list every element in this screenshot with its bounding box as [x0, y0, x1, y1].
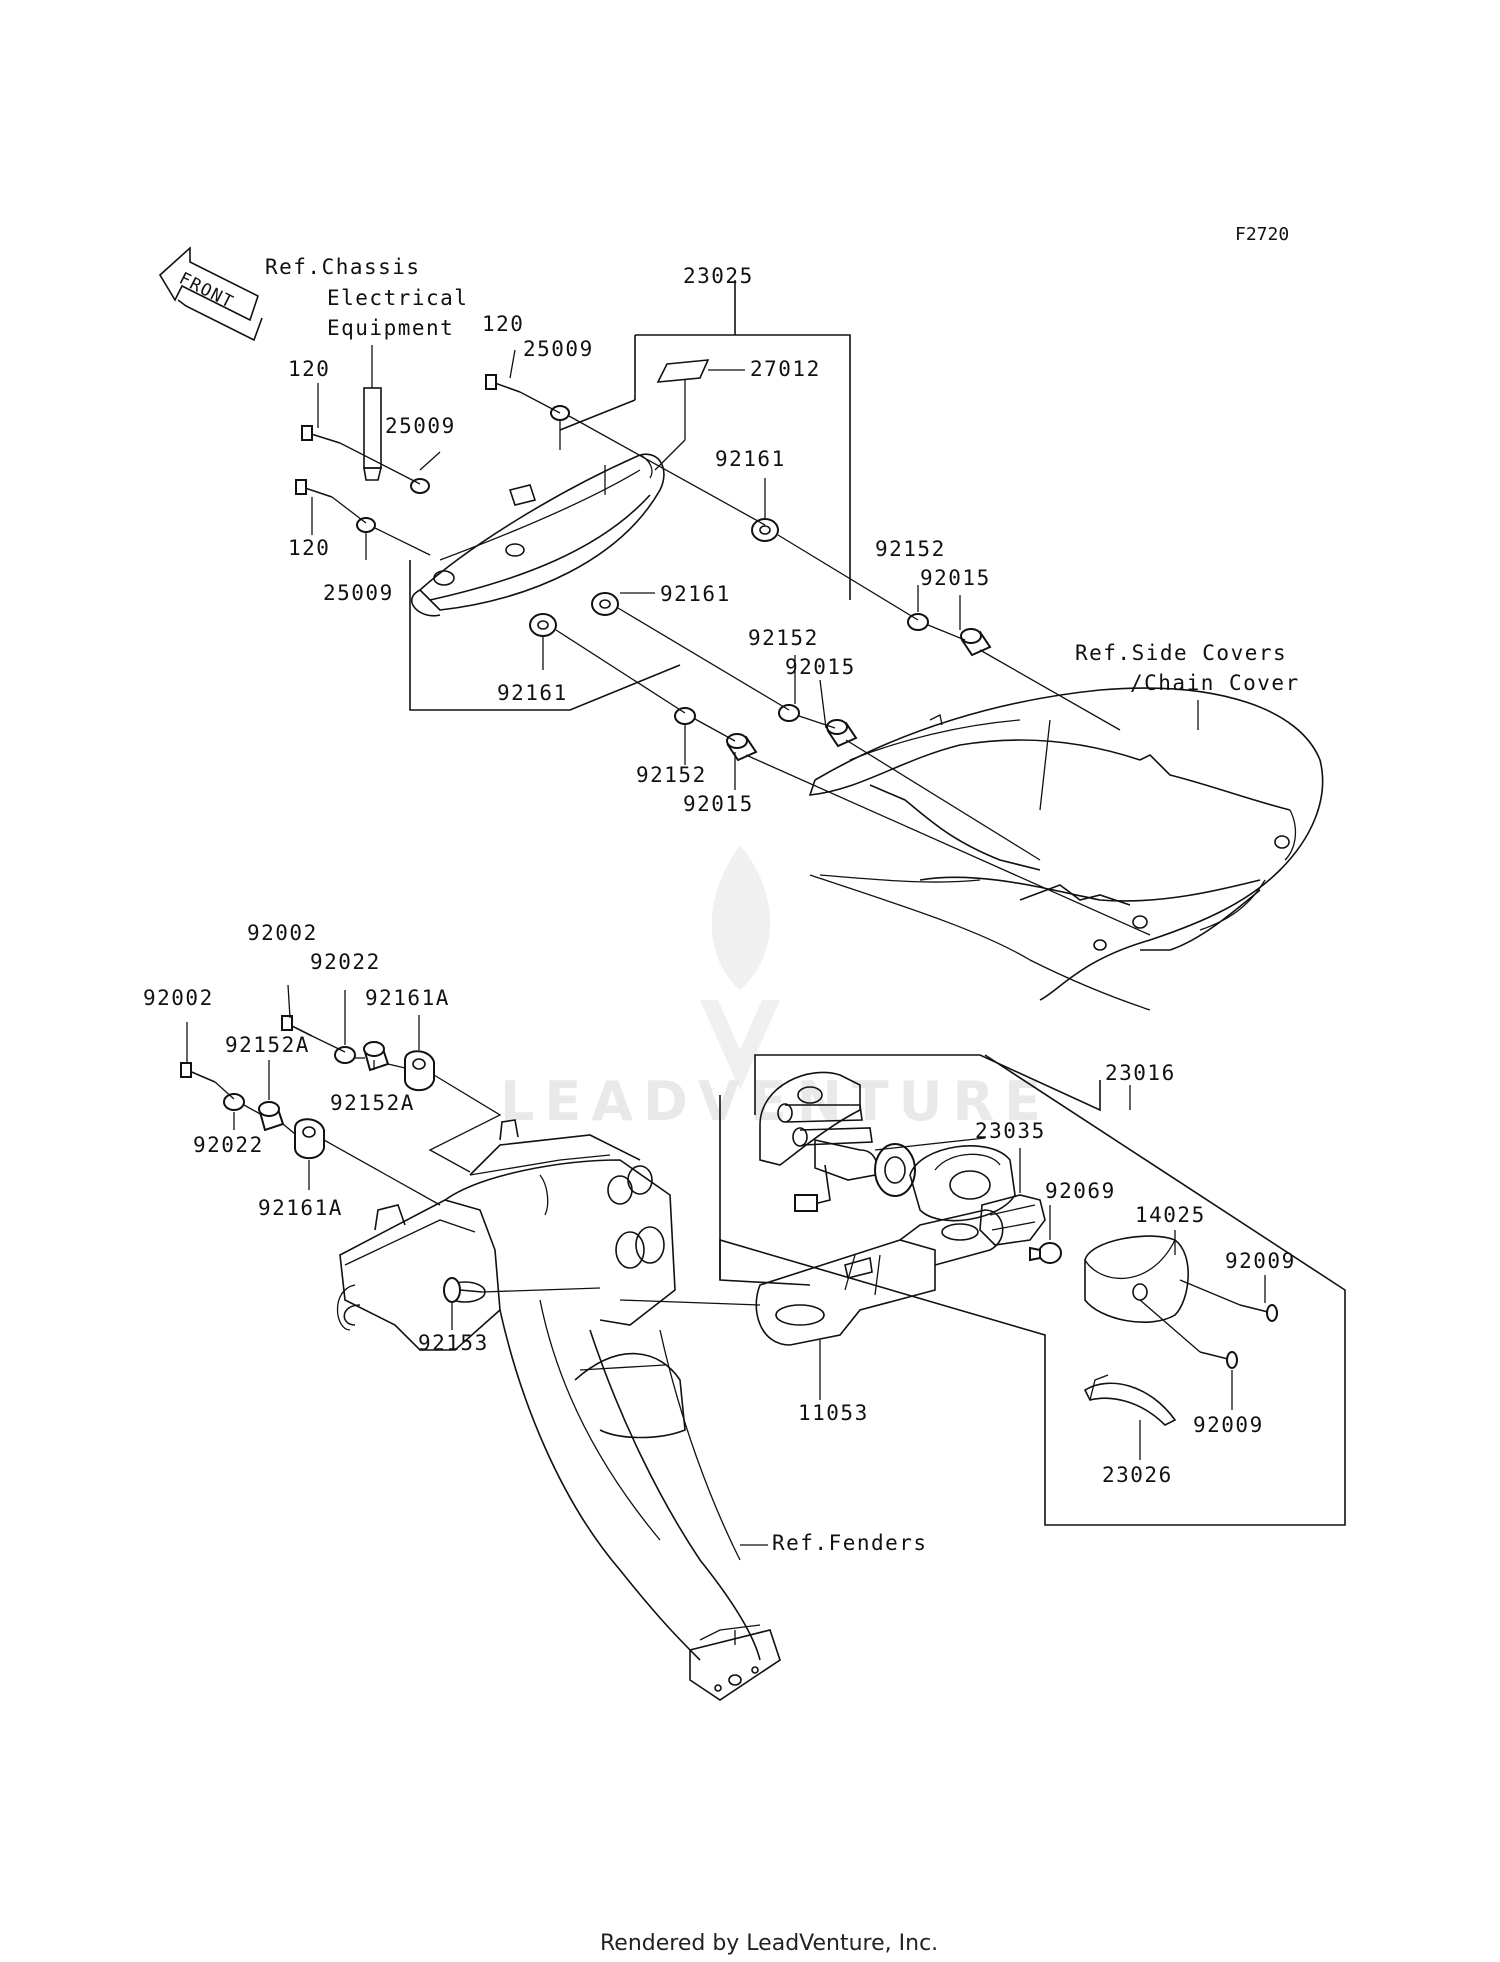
part-label-27012: 27012: [750, 357, 821, 381]
screw-120-a: [485, 374, 521, 393]
grommet-92161-c: [529, 613, 557, 637]
collar-92152-a: [907, 613, 929, 631]
license-plate-bracket: [337, 1119, 676, 1351]
rear-fender: [499, 1299, 781, 1701]
part-label-120-a: 120: [482, 312, 524, 336]
ref-chassis-line1: Ref.Chassis: [265, 255, 421, 279]
part-label-92161A-b: 92161A: [258, 1196, 343, 1220]
front-arrow-label: FRONT: [176, 269, 237, 313]
part-label-120-b: 120: [288, 357, 330, 381]
spacer-92015-a: [960, 628, 992, 657]
lens-23026: [1083, 1374, 1177, 1426]
part-label-92015-b: 92015: [785, 655, 856, 679]
license-holder-11053: [755, 1209, 1004, 1346]
ref-side-covers-line1: Ref.Side Covers: [1075, 641, 1287, 665]
lamp-socket: [794, 1139, 916, 1212]
part-label-92152A-b: 92152A: [330, 1091, 415, 1115]
washer-25009-c: [356, 517, 376, 533]
part-label-23025: 23025: [683, 264, 754, 288]
bulb-92069: [1029, 1242, 1062, 1264]
screw-92009-a: [1239, 1304, 1278, 1322]
part-label-14025: 14025: [1135, 1203, 1206, 1227]
part-label-25009-c: 25009: [323, 581, 394, 605]
part-label-92161A-a: 92161A: [365, 986, 450, 1010]
bracket-23025-left: [409, 560, 681, 711]
grommet-92161-a: [751, 518, 779, 542]
part-label-92015-a: 92015: [920, 566, 991, 590]
part-label-92152-a: 92152: [875, 537, 946, 561]
spacer-92015-c: [726, 733, 758, 762]
footer-credit: Rendered by LeadVenture, Inc.: [600, 1931, 938, 1956]
part-label-23016: 23016: [1105, 1061, 1176, 1085]
screw-120-c: [295, 479, 333, 498]
ref-fenders: Ref.Fenders: [772, 1531, 928, 1555]
part-label-92153: 92153: [418, 1331, 489, 1355]
part-label-92015-c: 92015: [683, 792, 754, 816]
grommet-92161-b: [591, 592, 619, 616]
spacer-92015-b: [826, 719, 858, 748]
screw-120-b: [301, 425, 341, 444]
part-label-92002-a: 92002: [247, 921, 318, 945]
bracket-23025-right: [635, 334, 851, 600]
part-label-120-c: 120: [288, 536, 330, 560]
tail-light-housing: [411, 453, 665, 617]
collar-92152-b: [778, 704, 800, 722]
watermark: LEADVENTURE: [500, 845, 1051, 1133]
part-label-23035: 23035: [975, 1119, 1046, 1143]
figure-code: F2720: [1235, 224, 1289, 245]
part-label-23026: 23026: [1102, 1463, 1173, 1487]
front-arrow-icon: FRONT: [158, 246, 263, 342]
wire-clip: [363, 345, 383, 481]
clip-23035: [979, 1194, 1046, 1246]
part-label-92002-b: 92002: [143, 986, 214, 1010]
part-label-92069: 92069: [1045, 1179, 1116, 1203]
washer-92022-b: [223, 1093, 245, 1111]
lamp-housing: [759, 1071, 873, 1166]
part-label-92009-b: 92009: [1193, 1413, 1264, 1437]
label-27012: [654, 359, 745, 471]
lamp-lens-holder: [909, 1145, 1016, 1222]
collar-92152-c: [674, 707, 696, 725]
part-label-92152-c: 92152: [636, 763, 707, 787]
lamp-cover-14025: [1084, 1235, 1189, 1323]
bracket-23016-top: [754, 1054, 1101, 1115]
part-label-92161-b: 92161: [660, 582, 731, 606]
screw-92009-b: [1199, 1351, 1238, 1369]
ref-chassis-line3: Equipment: [327, 316, 454, 340]
grommet-92161A-a: [404, 1050, 435, 1092]
part-label-92009-a: 92009: [1225, 1249, 1296, 1273]
grommet-92161A-b: [294, 1118, 325, 1160]
part-label-92022-a: 92022: [310, 950, 381, 974]
part-label-92161-c: 92161: [497, 681, 568, 705]
part-label-25009-b: 25009: [385, 414, 456, 438]
part-label-92161-a: 92161: [715, 447, 786, 471]
part-label-11053: 11053: [798, 1401, 869, 1425]
screw-92002-a: [281, 1015, 313, 1037]
ref-chassis-line2: Electrical: [327, 286, 468, 310]
collar-92152A-b: [258, 1101, 285, 1132]
part-label-25009-a: 25009: [523, 337, 594, 361]
watermark-text: LEADVENTURE: [500, 1070, 1051, 1133]
side-cover: [808, 687, 1324, 1011]
part-label-92152-b: 92152: [748, 626, 819, 650]
collar-92152A-a: [363, 1041, 390, 1072]
ref-side-covers-line2: /Chain Cover: [1130, 671, 1300, 695]
part-label-92022-b: 92022: [193, 1133, 264, 1157]
washer-92022-a: [334, 1046, 356, 1064]
part-label-92152A-a: 92152A: [225, 1033, 310, 1057]
screw-92002-b: [180, 1062, 216, 1083]
washer-25009-b: [410, 478, 430, 494]
